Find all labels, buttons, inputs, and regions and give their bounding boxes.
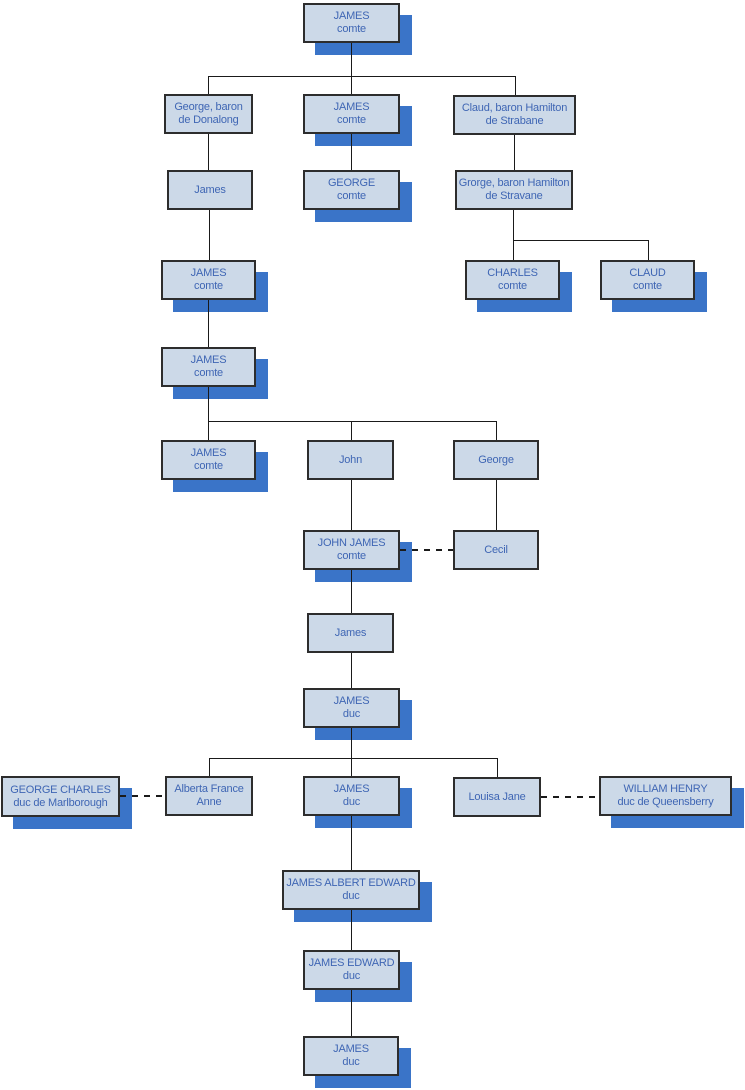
descent-connector-line (497, 758, 498, 777)
node-label: CLAUD comte (629, 267, 666, 292)
marriage-dashed-line (541, 796, 599, 798)
descent-connector-line (351, 421, 352, 440)
descent-connector-line (496, 480, 497, 530)
node-charles-comte[interactable]: CHARLES comte (465, 260, 560, 300)
descent-connector-line (351, 728, 352, 758)
descent-connector-line (208, 134, 209, 170)
node-james-albert-edward-duc[interactable]: JAMES ALBERT EDWARD duc (282, 870, 420, 910)
node-james-comte-2[interactable]: JAMES comte (303, 94, 400, 134)
node-alberta-france-anne[interactable]: Alberta France Anne (165, 776, 253, 816)
node-label: GEORGE CHARLES duc de Marlborough (10, 783, 111, 809)
node-james-duc-2[interactable]: JAMES duc (303, 776, 400, 816)
node-label: Alberta France Anne (174, 783, 244, 808)
descent-connector-line (351, 134, 352, 170)
node-john-james-comte[interactable]: JOHN JAMES comte (303, 530, 400, 570)
node-william-henry-duc-de-queensberry[interactable]: WILLIAM HENRY duc de Queensberry (599, 776, 732, 816)
node-label: Cecil (484, 543, 508, 556)
node-james-comte-3[interactable]: JAMES comte (161, 260, 256, 300)
node-james-comte-root[interactable]: JAMES comte (303, 3, 400, 43)
descent-connector-line (208, 300, 209, 347)
descent-connector-line (496, 421, 497, 440)
descent-connector-line (209, 758, 210, 776)
node-george-charles-duc-de-marlborough[interactable]: GEORGE CHARLES duc de Marlborough (1, 776, 120, 817)
node-label: JAMES ALBERT EDWARD duc (286, 877, 416, 902)
node-label: JAMES EDWARD duc (308, 957, 395, 982)
descent-connector-line (208, 387, 209, 421)
descent-connector-line (513, 210, 514, 260)
node-label: JAMES comte (190, 354, 227, 379)
node-grorge-baron-hamilton-de-stravane[interactable]: Grorge, baron Hamilton de Stravane (455, 170, 573, 210)
node-james-comte-4[interactable]: JAMES comte (161, 347, 256, 387)
node-label: JAMES comte (333, 10, 370, 35)
node-james-comte-5[interactable]: JAMES comte (161, 440, 256, 480)
node-label: JAMES comte (333, 101, 370, 126)
node-label: JAMES duc (333, 695, 370, 720)
node-label: WILLIAM HENRY duc de Queensberry (617, 783, 714, 808)
node-label: JOHN JAMES comte (317, 537, 386, 562)
descent-connector-line (351, 816, 352, 870)
descent-connector-line (513, 240, 648, 241)
node-label: CHARLES comte (487, 267, 538, 292)
descent-connector-line (351, 910, 352, 950)
marriage-dashed-line (400, 549, 453, 551)
descent-connector-line (208, 76, 209, 94)
node-claud-baron-hamilton-de-strabane[interactable]: Claud, baron Hamilton de Strabane (453, 95, 576, 135)
node-label: James (334, 626, 367, 639)
node-john[interactable]: John (307, 440, 394, 480)
node-label: Grorge, baron Hamilton de Stravane (458, 177, 570, 202)
node-label: Louisa Jane (468, 790, 526, 803)
node-label: John (338, 453, 363, 466)
descent-connector-line (209, 758, 497, 759)
node-cecil[interactable]: Cecil (453, 530, 539, 570)
marriage-dashed-line (120, 795, 165, 797)
node-louisa-jane[interactable]: Louisa Jane (453, 777, 541, 817)
descent-connector-line (208, 76, 515, 77)
node-james-duc-1[interactable]: JAMES duc (303, 688, 400, 728)
node-label: George, baron de Donalong (174, 101, 243, 126)
descent-connector-line (209, 210, 210, 260)
descent-connector-line (351, 480, 352, 530)
node-label: JAMES duc (333, 783, 370, 808)
descent-connector-line (514, 135, 515, 170)
descent-connector-line (351, 990, 352, 1036)
node-label: JAMES comte (190, 447, 227, 472)
node-george-comte[interactable]: GEORGE comte (303, 170, 400, 210)
node-label: Claud, baron Hamilton de Strabane (461, 102, 568, 127)
node-label: James (194, 183, 226, 196)
node-james-duc-3[interactable]: JAMES duc (303, 1036, 399, 1076)
descent-connector-line (351, 653, 352, 688)
descent-connector-line (351, 43, 352, 76)
node-label: JAMES comte (190, 267, 227, 292)
descent-connector-line (648, 240, 649, 260)
descent-connector-line (208, 421, 496, 422)
node-george[interactable]: George (453, 440, 539, 480)
node-label: George (478, 453, 514, 466)
node-label: GEORGE comte (327, 177, 376, 202)
node-james-2[interactable]: James (307, 613, 394, 653)
node-label: JAMES duc (333, 1043, 369, 1068)
node-james-edward-duc[interactable]: JAMES EDWARD duc (303, 950, 400, 990)
node-george-baron-de-donalong[interactable]: George, baron de Donalong (164, 94, 253, 134)
descent-connector-line (351, 76, 352, 94)
node-james-1[interactable]: James (167, 170, 253, 210)
descent-connector-line (351, 758, 352, 776)
descent-connector-line (515, 76, 516, 95)
node-claud-comte[interactable]: CLAUD comte (600, 260, 695, 300)
descent-connector-line (208, 421, 209, 440)
descent-connector-line (351, 570, 352, 613)
